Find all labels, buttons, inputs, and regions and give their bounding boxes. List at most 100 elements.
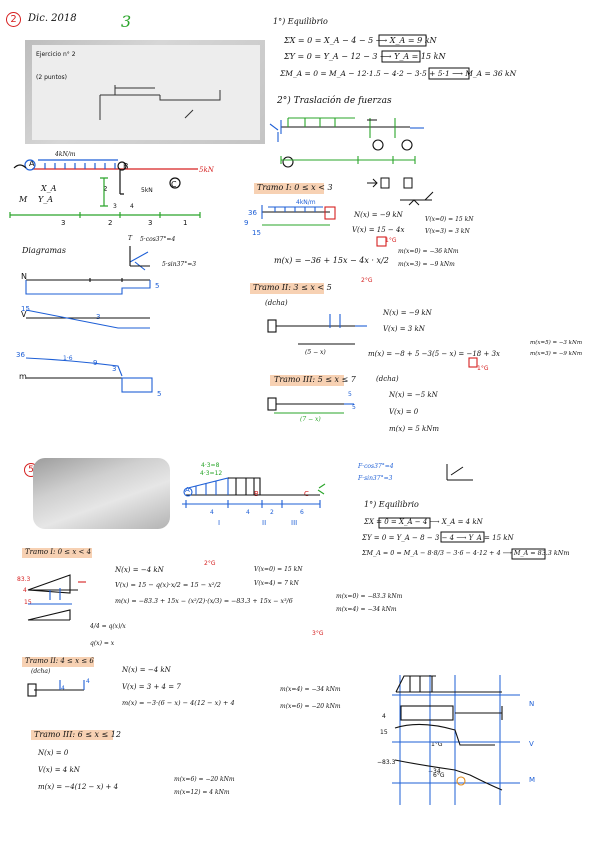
eq2-y: ΣY = 0 = Y_A − 8 − 3 − 4 ⟶ Y_A = 15 kN bbox=[362, 534, 514, 542]
tramo3-n: N(x) = −5 kN bbox=[389, 391, 438, 399]
grid-c1: 1°G bbox=[431, 741, 443, 748]
grid-m83: −83.3 bbox=[377, 759, 396, 766]
eq-sum-x: ΣX = 0 = X_A − 4 − 5 ⟶ X_A = 9 kN bbox=[284, 36, 437, 45]
dim5-3: 2 bbox=[270, 509, 274, 516]
diagram-n-value: 5 bbox=[155, 282, 160, 290]
node-b2: B bbox=[254, 490, 259, 498]
b-tramo2-n: N(x) = −4 kN bbox=[122, 666, 171, 674]
dim5-1: 4 bbox=[210, 509, 214, 516]
beam-load-label: 4kN/m bbox=[55, 151, 76, 158]
translation-title: 2°) Traslación de fuerzas bbox=[277, 96, 392, 106]
eq2-m: ΣM_A = 0 = M_A − 8·8/3 − 3·6 − 4·12 + 4 … bbox=[362, 549, 570, 557]
tramo2-m5: m(x=5) = −3 kNm bbox=[530, 340, 583, 346]
b-tramo1-grade2: 2°G bbox=[204, 560, 216, 567]
node-a: A bbox=[29, 159, 35, 168]
b-tramo1-v4: V(x=4) = 7 kN bbox=[254, 580, 299, 587]
tramo1-title: Tramo I: 0 ≤ x < 3 bbox=[257, 183, 333, 192]
diagram-m5: 5 bbox=[157, 390, 162, 398]
tramo1-v3: V(x=3) = 3 kN bbox=[425, 228, 470, 235]
force-decomp-fy: 5·sin37°=3 bbox=[162, 261, 197, 268]
force-5kn: 5kN bbox=[199, 166, 214, 174]
node-a2: A bbox=[185, 486, 190, 494]
b-tramo1-grade3: 3°G bbox=[312, 630, 324, 637]
dim5-4: 6 bbox=[300, 509, 304, 516]
b-tramo2-m6: m(x=6) = −20 kNm bbox=[280, 703, 341, 710]
node-c2: C bbox=[304, 490, 309, 498]
dim-2-vertical: 2 bbox=[103, 185, 108, 193]
photo-label-ejercicio: Ejercicio n° 2 bbox=[36, 51, 76, 58]
check-mark: 3 bbox=[121, 12, 132, 31]
diagram-mmin: 1·6 bbox=[63, 355, 73, 362]
b-tramo1-m0: m(x=0) = −83.3 kNm bbox=[336, 593, 403, 600]
tramo2-v: V(x) = 3 kN bbox=[383, 325, 425, 333]
tramo3-m: m(x) = 5 kNm bbox=[389, 425, 440, 433]
b-tramo3-m6: m(x=6) = −20 kNm bbox=[174, 776, 235, 783]
b-tramo2-f4: 4 bbox=[86, 678, 90, 685]
grid-v-label: V bbox=[529, 740, 534, 748]
b-tramo2-m: m(x) = −3·(6 − x) − 4(12 − x) + 4 bbox=[122, 699, 235, 707]
highlight-b-tramo2 bbox=[22, 657, 94, 667]
tramo2-side: (dcha) bbox=[265, 299, 288, 307]
tramo1-v0: V(x=0) = 15 kN bbox=[425, 216, 474, 223]
dim-2b: 2 bbox=[108, 219, 113, 227]
b-tramo3-m: m(x) = −4(12 − x) + 4 bbox=[38, 783, 119, 791]
highlight-tramo3 bbox=[270, 375, 344, 386]
tramo2-grade: 1°G bbox=[477, 365, 489, 372]
decomp-fy: F·sin37°=3 bbox=[358, 475, 393, 482]
tramo3-span: (7 − x) bbox=[300, 416, 321, 423]
tramo1-m3: m(x=3) = −9 kNm bbox=[398, 261, 455, 268]
diagram-m-label: m bbox=[19, 372, 27, 381]
b-tramo1-qx: q(x) = x bbox=[90, 640, 115, 647]
grid-v15: 15 bbox=[380, 729, 388, 736]
load-q2: 4·3=12 bbox=[200, 470, 223, 477]
tramo-label-3: III bbox=[291, 519, 298, 527]
equilibrium-title: 1°) Equilibrio bbox=[273, 17, 328, 26]
tramo3-v: V(x) = 0 bbox=[389, 408, 419, 416]
force-5kn-b: 5kN bbox=[141, 187, 153, 194]
eq2-x: ΣX = 0 = X_A − 4 ⟶ X_A = 4 kN bbox=[364, 518, 483, 526]
reaction-ya: Y_A bbox=[38, 195, 54, 204]
diagram-v15: 15 bbox=[21, 305, 30, 313]
eq-sum-y: ΣY = 0 = Y_A − 12 − 3 ⟶ Y_A = 15 kN bbox=[284, 52, 446, 61]
tramo1-n: N(x) = −9 kN bbox=[354, 211, 403, 219]
tramo2-title: Tramo II: 3 ≤ x < 5 bbox=[253, 283, 332, 292]
b-tramo1-title: Tramo I: 0 ≤ x < 4 bbox=[25, 548, 92, 556]
photo-problem5 bbox=[33, 458, 170, 529]
highlight-b-tramo3 bbox=[31, 730, 113, 740]
eq-sum-m: ΣM_A = 0 = M_A − 12·1.5 − 4·2 − 3·5 + 5·… bbox=[280, 69, 517, 78]
b-tramo2-v: V(x) = 3 + 4 = 7 bbox=[122, 683, 181, 691]
grid-c0: 6°G bbox=[433, 772, 445, 779]
tramo1-load: 4kN/m bbox=[296, 199, 316, 206]
grid-m34: −34 bbox=[428, 768, 441, 775]
highlight-tramo1 bbox=[254, 183, 324, 194]
tramo3-f5: 5 bbox=[348, 391, 352, 398]
tramo1-c15: 15 bbox=[252, 229, 261, 237]
tramo-label-2: II bbox=[262, 519, 267, 527]
tramo1-v: V(x) = 15 − 4x bbox=[352, 226, 405, 234]
b-tramo2-side: (dcha) bbox=[31, 668, 51, 675]
b-tramo2-title: Tramo II: 4 ≤ x ≤ 6 bbox=[25, 657, 94, 665]
diagrams-title: Diagramas bbox=[22, 246, 66, 255]
diagram-v3: 3 bbox=[96, 313, 101, 321]
load-q1: 4·3=8 bbox=[201, 462, 220, 469]
b-tramo3-v: V(x) = 4 kN bbox=[38, 766, 80, 774]
tramo1-m: m(x) = −36 + 15x − 4x · x/2 bbox=[274, 256, 389, 265]
tramo1-c9: 9 bbox=[244, 219, 249, 227]
b-tramo1-c83: 83.3 bbox=[17, 576, 31, 583]
reaction-xa: X_A bbox=[41, 184, 57, 193]
dim-3: 3 bbox=[61, 219, 66, 227]
b-tramo3-m12: m(x=12) = 4 kNm bbox=[174, 789, 230, 796]
tramo1-c36: 36 bbox=[248, 209, 257, 217]
tramo1-grade: 2°G bbox=[361, 277, 373, 284]
diagram-n-label: N bbox=[21, 272, 27, 281]
b-tramo2-m4: m(x=4) = −34 kNm bbox=[280, 686, 341, 693]
b-tramo1-m4: m(x=4) = −34 kNm bbox=[336, 606, 397, 613]
dim-1: 1 bbox=[183, 219, 188, 227]
force-4: 4 bbox=[130, 203, 134, 210]
eq2-title: 1°) Equilibrio bbox=[364, 500, 419, 509]
b-tramo3-title: Tramo III: 6 ≤ x ≤ 12 bbox=[34, 730, 121, 739]
tramo2-span: (5 − x) bbox=[305, 349, 326, 356]
grid-m-label: M bbox=[529, 776, 536, 784]
highlight-b-tramo1 bbox=[22, 548, 92, 558]
date-text: Dic. 2018 bbox=[28, 13, 77, 24]
